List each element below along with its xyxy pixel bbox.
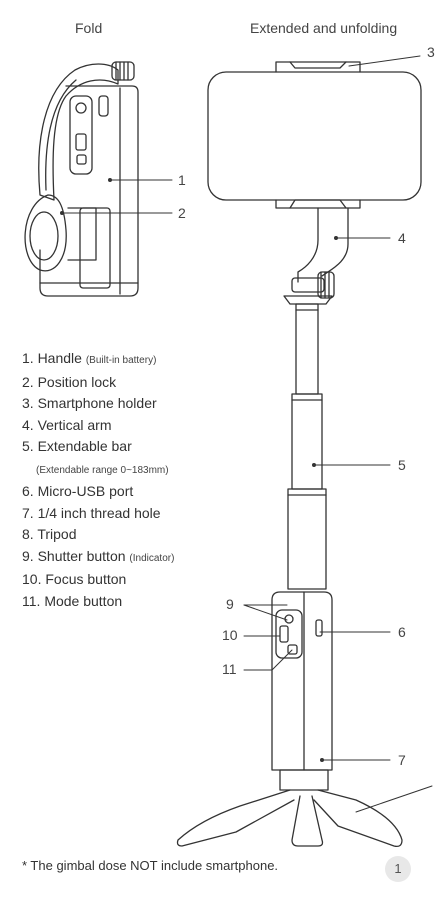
callout-5: 5 — [398, 457, 406, 473]
callout-10: 10 — [222, 627, 238, 643]
legend-item: 8. Tripod — [22, 526, 77, 542]
legend-item: 5. Extendable bar — [22, 438, 132, 454]
legend-item: 6. Micro-USB port — [22, 483, 134, 499]
callout-6: 6 — [398, 624, 406, 640]
extended-gimbal — [176, 61, 422, 848]
legend-item: 3. Smartphone holder — [22, 395, 157, 411]
callout-1: 1 — [178, 172, 186, 188]
extended-header: Extended and unfolding — [250, 20, 398, 36]
callout-3: 3 — [427, 44, 435, 60]
legend-item: 10. Focus button — [22, 571, 127, 587]
callout-11: 11 — [222, 661, 237, 677]
folded-gimbal — [24, 61, 139, 297]
legend-item: 9. Shutter button (Indicator) — [22, 547, 175, 564]
parts-legend: 1. Handle (Built-in battery) 2. Position… — [22, 348, 174, 612]
page-number: 1 — [385, 856, 411, 882]
footnote: * The gimbal dose NOT include smartphone… — [22, 858, 279, 873]
legend-item: 2. Position lock — [22, 373, 117, 390]
callout-2: 2 — [178, 205, 186, 221]
legend-item: 4. Vertical arm — [22, 416, 112, 433]
legend-item: 1. Handle (Built-in battery) — [22, 350, 157, 366]
fold-header: Fold — [75, 20, 103, 36]
callout-4: 4 — [398, 230, 406, 246]
legend-item: 7. 1/4 inch thread hole — [22, 504, 161, 521]
legend-item-note: (Extendable range 0~183mm) — [36, 464, 169, 476]
callout-7: 7 — [398, 752, 406, 768]
legend-item: 11. Mode button — [22, 592, 123, 609]
callout-9: 9 — [226, 596, 234, 612]
